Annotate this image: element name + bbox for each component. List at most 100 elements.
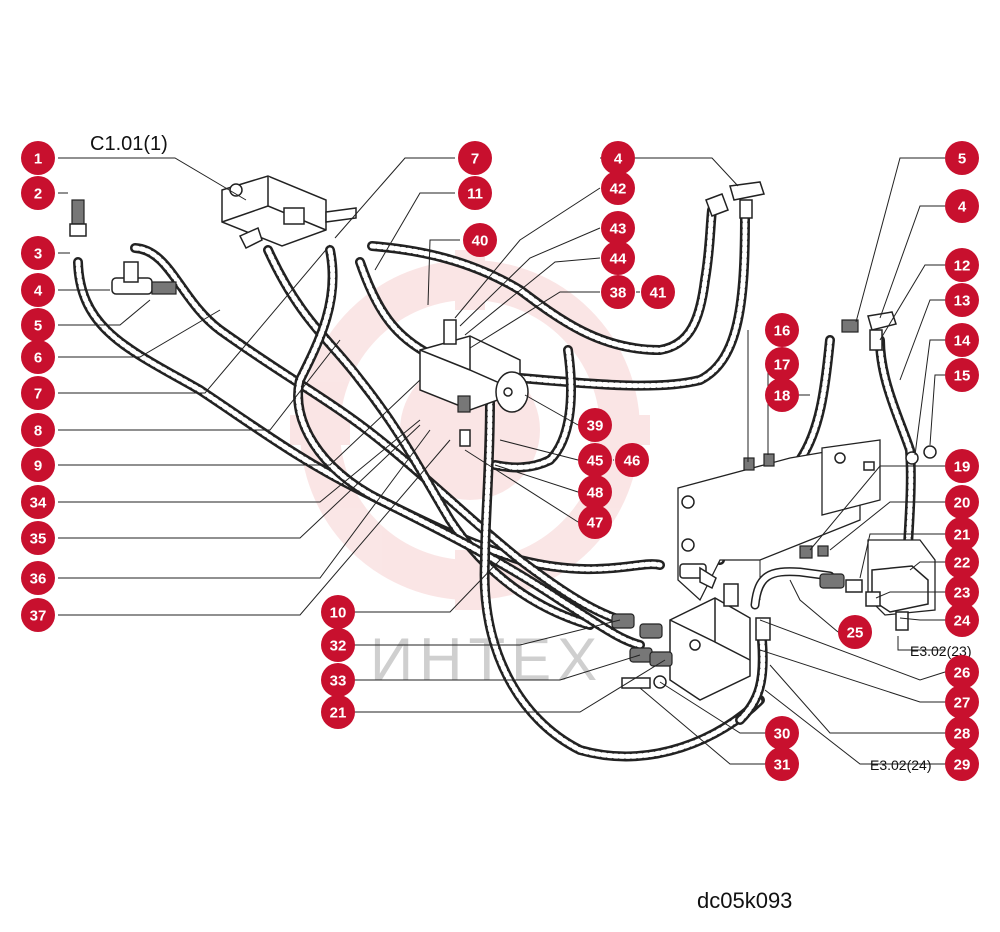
callout-10: 10 xyxy=(321,595,355,629)
valve-block-center xyxy=(669,583,771,701)
bracket-plate-16 xyxy=(677,439,881,602)
watermark-text: ИНТЕХ xyxy=(370,626,603,693)
callout-label: 1 xyxy=(34,151,42,168)
callout-label: 4 xyxy=(614,151,623,168)
callout-41: 41 xyxy=(641,275,675,309)
callout-label: 9 xyxy=(34,458,42,475)
callout-label: 37 xyxy=(30,608,47,625)
callout-label: 12 xyxy=(954,258,971,275)
callout-label: 20 xyxy=(954,495,971,512)
callout-36: 36 xyxy=(21,561,55,595)
callout-label: 15 xyxy=(954,368,971,385)
callout-31: 31 xyxy=(765,747,799,781)
callout-label: 14 xyxy=(954,333,971,350)
callout-18: 18 xyxy=(765,378,799,412)
callout-2: 2 xyxy=(21,176,55,210)
callout-label: 40 xyxy=(472,233,489,250)
callout-9: 9 xyxy=(21,448,55,482)
callout-27: 27 xyxy=(945,685,979,719)
callout-44: 44 xyxy=(601,241,635,275)
callout-43: 43 xyxy=(601,211,635,245)
callout-label: 22 xyxy=(954,555,971,572)
ref-e302-24: E3.02(24) xyxy=(870,757,931,773)
drawing-code: dc05k093 xyxy=(697,888,792,913)
callout-34: 34 xyxy=(21,485,55,519)
callout-label: 47 xyxy=(587,515,604,532)
callout-label: 25 xyxy=(847,625,864,642)
callout-label: 19 xyxy=(954,459,971,476)
callout-label: 2 xyxy=(34,186,42,203)
ref-c101: C1.01(1) xyxy=(90,133,168,155)
callout-19: 19 xyxy=(945,449,979,483)
callout-17: 17 xyxy=(765,347,799,381)
callout-32: 32 xyxy=(321,628,355,662)
callout-46: 46 xyxy=(615,443,649,477)
callout-label: 31 xyxy=(774,757,791,774)
callout-label: 8 xyxy=(34,423,42,440)
callout-16: 16 xyxy=(765,313,799,347)
callout-30: 30 xyxy=(765,716,799,750)
callout-label: 24 xyxy=(954,613,971,630)
motor-38 xyxy=(419,319,529,447)
callout-4: 4 xyxy=(21,273,55,307)
callout-label: 11 xyxy=(467,186,483,203)
ref-e302-23: E3.02(23) xyxy=(910,643,971,659)
callout-38: 38 xyxy=(601,275,635,309)
callout-48: 48 xyxy=(578,475,612,509)
callout-label: 26 xyxy=(954,665,971,682)
callout-label: 38 xyxy=(610,285,627,302)
callout-label: 7 xyxy=(34,386,42,403)
callout-1: 1 xyxy=(21,141,55,175)
fittings-32-33 xyxy=(611,563,717,667)
valve-block-top xyxy=(221,175,357,250)
callout-label: 34 xyxy=(30,495,47,512)
callout-23: 23 xyxy=(945,575,979,609)
callout-25: 25 xyxy=(838,615,872,649)
callout-label: 43 xyxy=(610,221,627,238)
callout-12: 12 xyxy=(945,248,979,282)
callout-3: 3 xyxy=(21,236,55,270)
fittings-20-24 xyxy=(799,545,881,607)
callout-label: 21 xyxy=(954,527,971,544)
callout-label: 4 xyxy=(34,283,43,300)
callout-45: 45 xyxy=(578,443,612,477)
callout-label: 39 xyxy=(587,418,604,435)
callout-5: 5 xyxy=(21,308,55,342)
callout-37: 37 xyxy=(21,598,55,632)
callout-label: 10 xyxy=(330,605,347,622)
callout-39: 39 xyxy=(578,408,612,442)
callout-33: 33 xyxy=(321,663,355,697)
callout-label: 30 xyxy=(774,726,791,743)
callout-label: 28 xyxy=(954,726,971,743)
callout-label: 35 xyxy=(30,531,47,548)
callout-label: 18 xyxy=(774,388,791,405)
callout-40: 40 xyxy=(463,223,497,257)
callout-22: 22 xyxy=(945,545,979,579)
callout-42: 42 xyxy=(601,171,635,205)
callout-20: 20 xyxy=(945,485,979,519)
callout-35: 35 xyxy=(21,521,55,555)
callout-label: 33 xyxy=(330,673,347,690)
fitting-2 xyxy=(69,199,87,237)
callout-6: 6 xyxy=(21,340,55,374)
callout-label: 23 xyxy=(954,585,971,602)
hoses xyxy=(73,205,916,762)
callout-label: 13 xyxy=(954,293,971,310)
callout-label: 42 xyxy=(610,181,627,198)
callout-28: 28 xyxy=(945,716,979,750)
callout-14: 14 xyxy=(945,323,979,357)
valve-block-right xyxy=(867,539,936,631)
callout-label: 36 xyxy=(30,571,47,588)
callout-15: 15 xyxy=(945,358,979,392)
callout-13: 13 xyxy=(945,283,979,317)
callout-label: 3 xyxy=(34,246,42,263)
callout-7: 7 xyxy=(458,141,492,175)
callout-5: 5 xyxy=(945,141,979,175)
callout-label: 27 xyxy=(954,695,971,712)
callout-label: 45 xyxy=(587,453,604,470)
callout-4: 4 xyxy=(601,141,635,175)
callout-47: 47 xyxy=(578,505,612,539)
